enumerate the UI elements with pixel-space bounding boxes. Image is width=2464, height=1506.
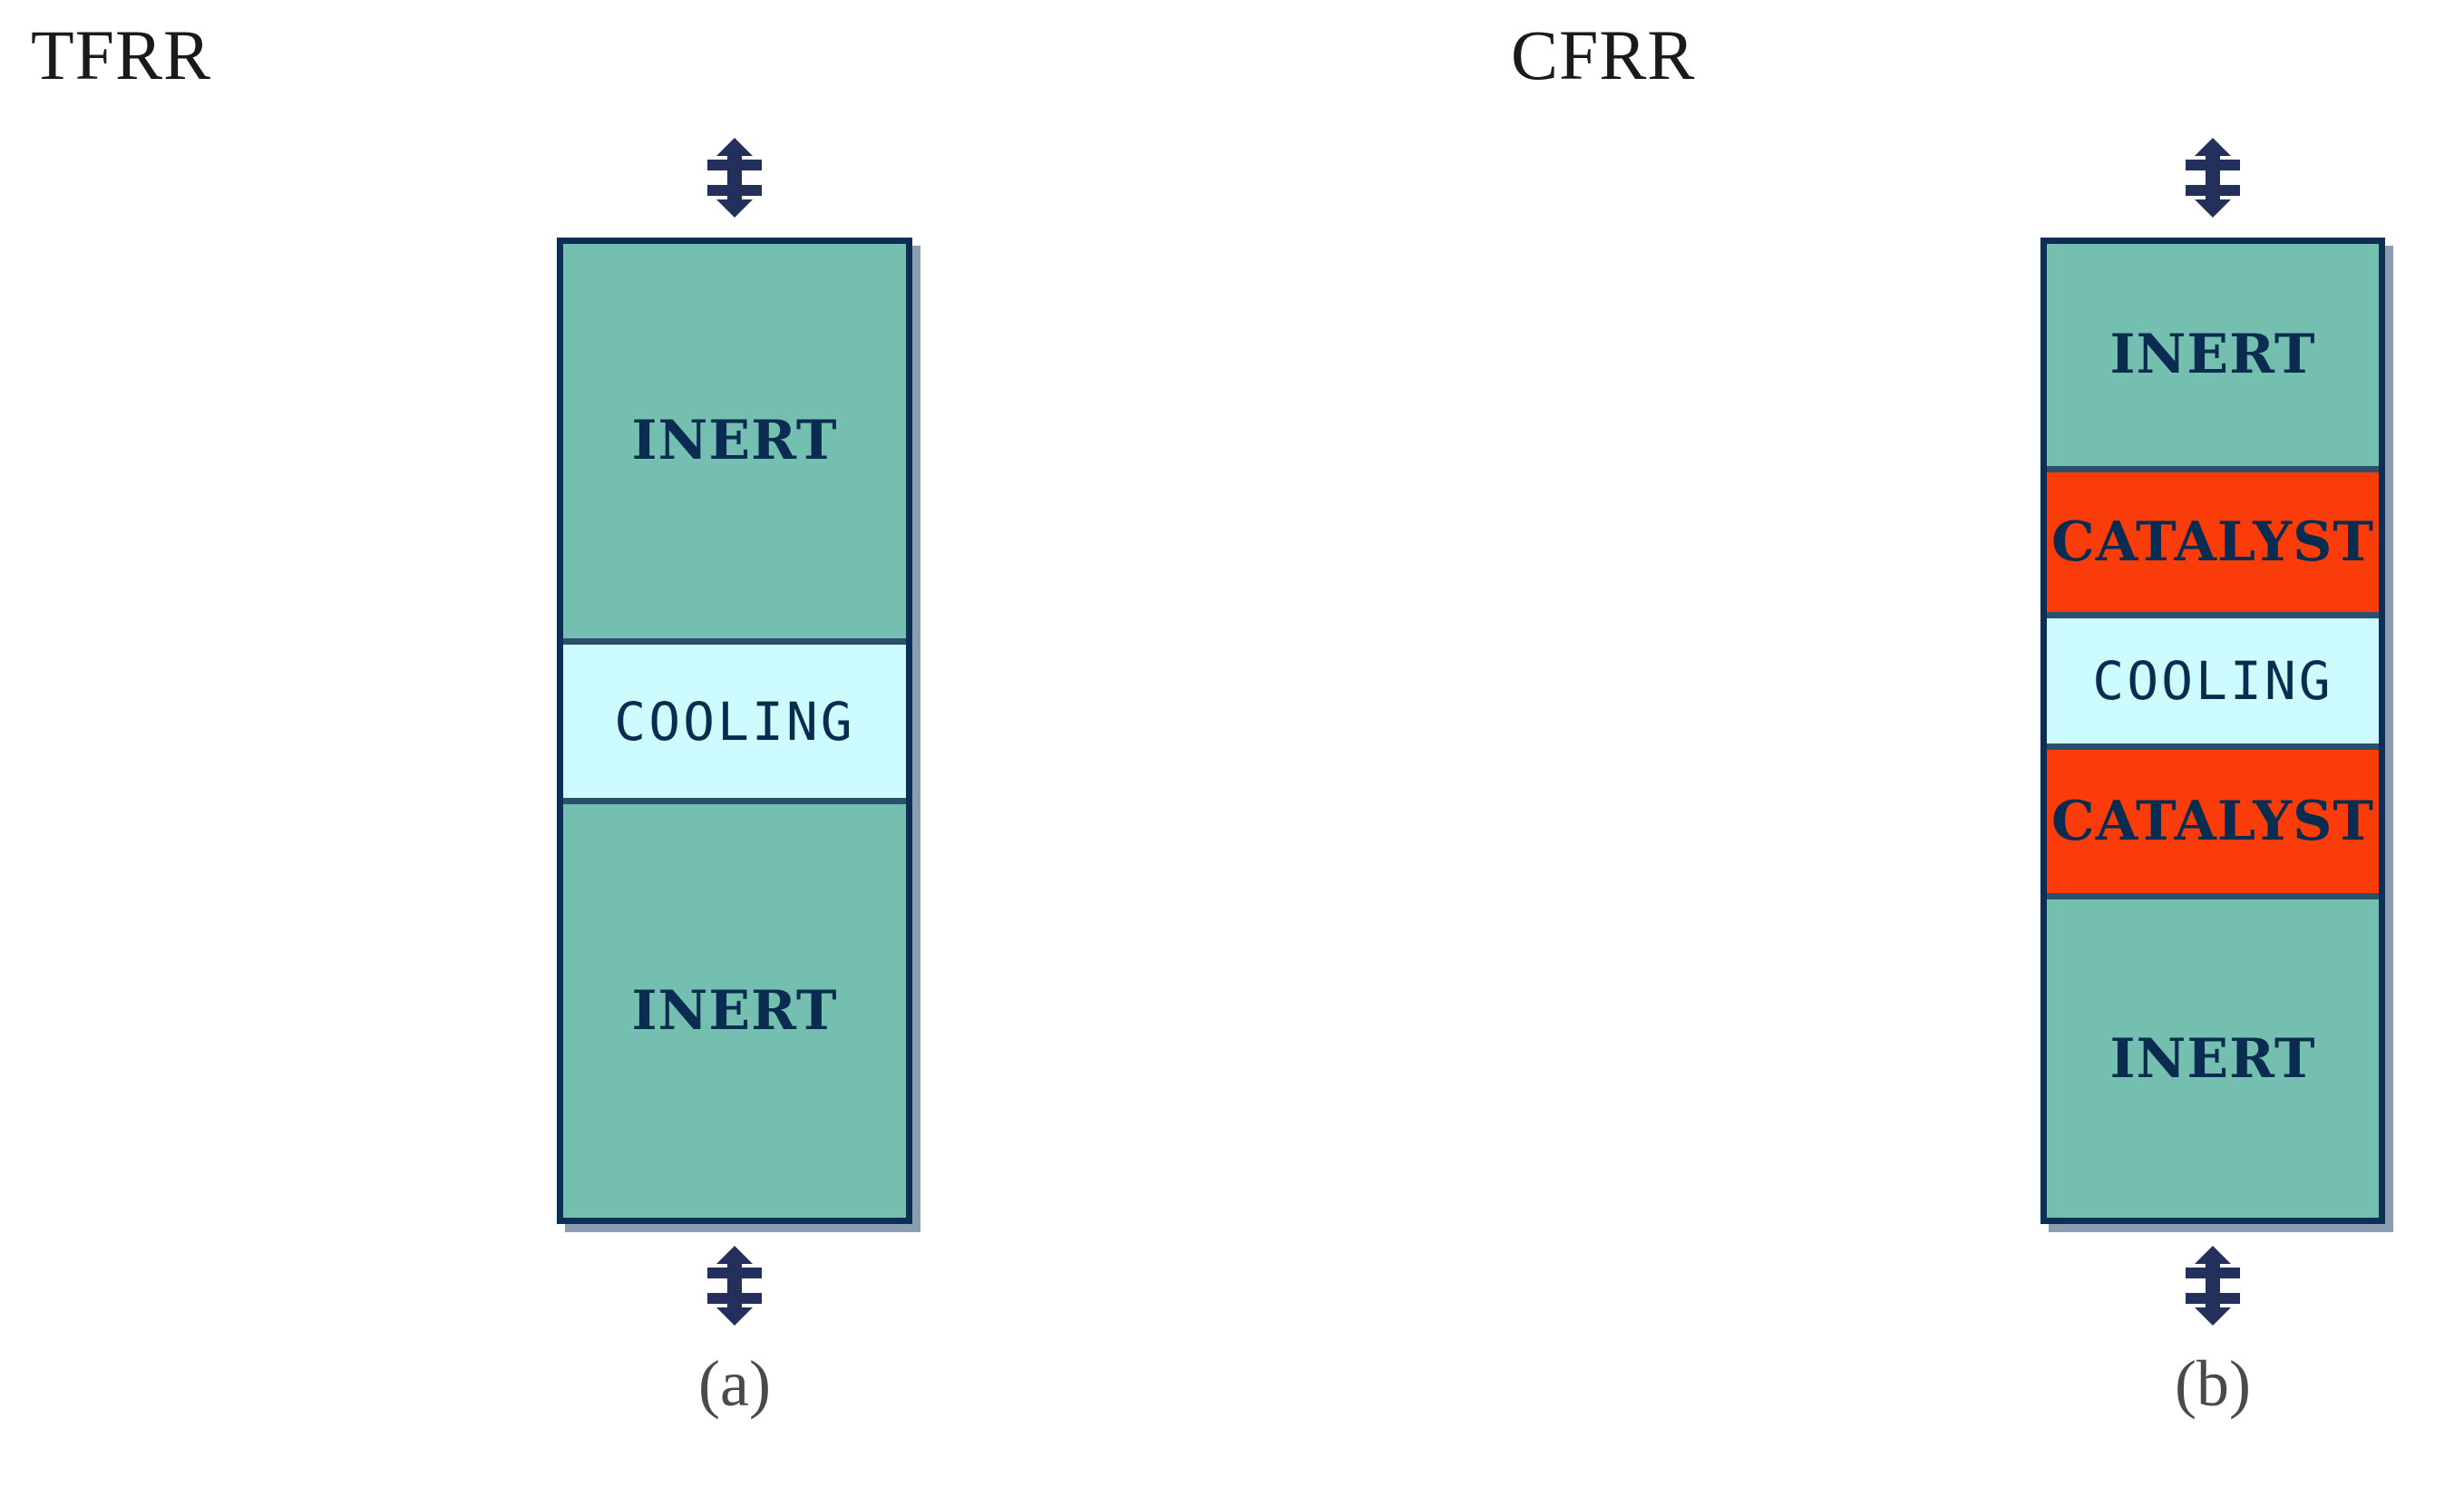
reactor-acronym-tfrr: TFRR xyxy=(31,15,212,94)
reactor-band-inert-bottom: INERT xyxy=(563,798,906,1218)
band-label: INERT xyxy=(631,409,838,473)
band-label: CATALYST xyxy=(2050,510,2375,574)
band-label: INERT xyxy=(631,979,838,1044)
reactor-acronym-cfrr: CFRR xyxy=(1511,15,1696,94)
reactor-column-cfrr: INERT CATALYST COOLING CATALYST INERT xyxy=(2040,238,2385,1224)
reactor-band-catalyst-lower: CATALYST xyxy=(2047,743,2379,894)
reactor-band-inert-bottom: INERT xyxy=(2047,893,2379,1218)
band-label: INERT xyxy=(2109,1026,2316,1091)
reactor-band-cooling: COOLING xyxy=(563,637,906,799)
inlet-flow-arrow-icon xyxy=(693,136,776,219)
reactor-diagram-cfrr: INERT CATALYST COOLING CATALYST INERT (b… xyxy=(1895,0,2464,1506)
band-label: COOLING xyxy=(614,690,855,753)
inlet-flow-arrow-icon xyxy=(2171,136,2255,219)
band-label: INERT xyxy=(2109,323,2316,387)
subfigure-caption-b: (b) xyxy=(2175,1347,2251,1420)
reactor-band-cooling: COOLING xyxy=(2047,611,2379,743)
outlet-flow-arrow-icon xyxy=(693,1244,776,1327)
subfigure-caption-a: (a) xyxy=(698,1347,771,1420)
reactor-band-inert-top: INERT xyxy=(563,244,906,638)
outlet-flow-arrow-icon xyxy=(2171,1244,2255,1327)
band-label: COOLING xyxy=(2092,649,2333,712)
reactor-diagram-tfrr: INERT COOLING INERT (a) xyxy=(417,0,1052,1506)
reactor-column-tfrr: INERT COOLING INERT xyxy=(557,238,912,1224)
reactor-band-catalyst-upper: CATALYST xyxy=(2047,465,2379,612)
band-label: CATALYST xyxy=(2050,790,2375,854)
reactor-band-inert-top: INERT xyxy=(2047,244,2379,466)
